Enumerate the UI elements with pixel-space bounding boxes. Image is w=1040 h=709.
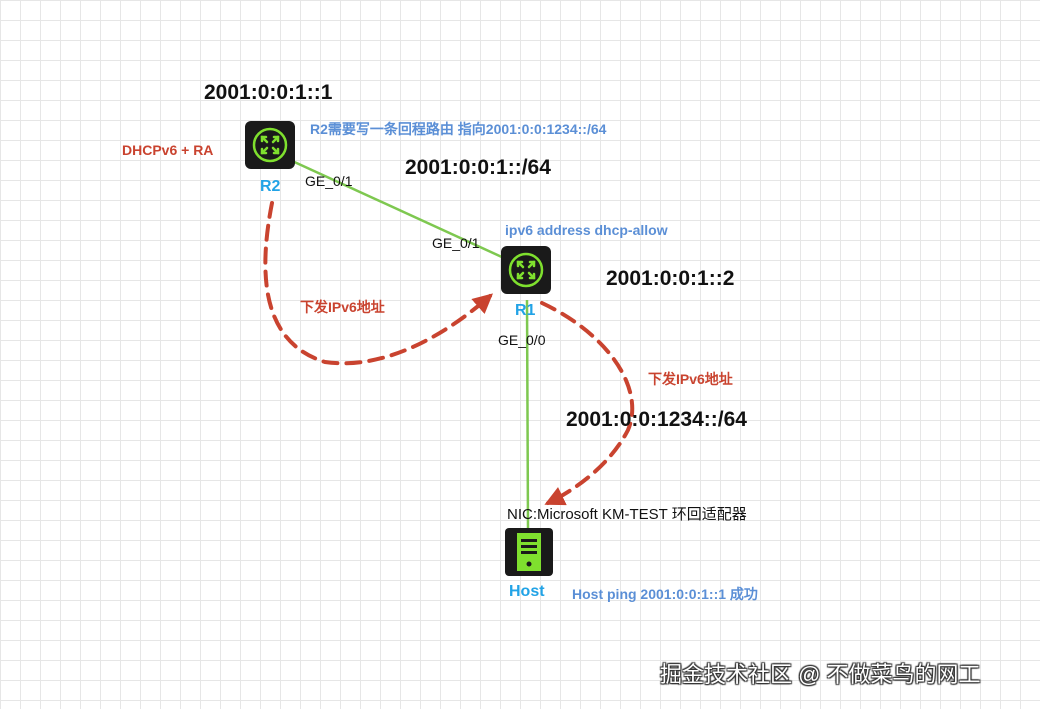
r1-config-label: ipv6 address dhcp-allow (505, 222, 668, 238)
host-server-icon[interactable] (505, 528, 553, 576)
router-r1-icon[interactable] (501, 246, 551, 294)
deliver-ipv6-left-label: 下发IPv6地址 (300, 299, 385, 315)
r1-port-up-label: GE_0/1 (432, 235, 480, 251)
r1-host-network-label: 2001:0:0:1234::/64 (566, 408, 747, 431)
watermark: 掘金技术社区 @ 不做菜鸟的网工 (660, 662, 981, 687)
link-r1-host (525, 299, 530, 529)
host-nic-label: NIC:Microsoft KM-TEST 环回适配器 (507, 506, 747, 523)
r1-name: R1 (515, 302, 536, 319)
r1-port-down-label: GE_0/0 (498, 332, 546, 348)
r2-ip-address: 2001:0:0:1::1 (204, 81, 333, 104)
r1-ip-address: 2001:0:0:1::2 (606, 267, 735, 290)
router-r2-icon[interactable] (245, 121, 295, 169)
r2-dhcp-service-label: DHCPv6 + RA (122, 142, 214, 158)
r2-r1-network-label: 2001:0:0:1::/64 (405, 156, 551, 179)
r2-route-note: R2需要写一条回程路由 指向2001:0:0:1234::/64 (310, 121, 607, 137)
arrow-r2-to-r1 (263, 201, 494, 366)
arrow-r1-to-host (540, 301, 635, 506)
host-name: Host (509, 583, 545, 600)
r2-name: R2 (260, 178, 281, 195)
host-ping-result-label: Host ping 2001:0:0:1::1 成功 (572, 586, 758, 602)
deliver-ipv6-right-label: 下发IPv6地址 (648, 371, 733, 387)
link-r2-r1 (289, 158, 505, 260)
r2-port-label: GE_0/1 (305, 173, 353, 189)
